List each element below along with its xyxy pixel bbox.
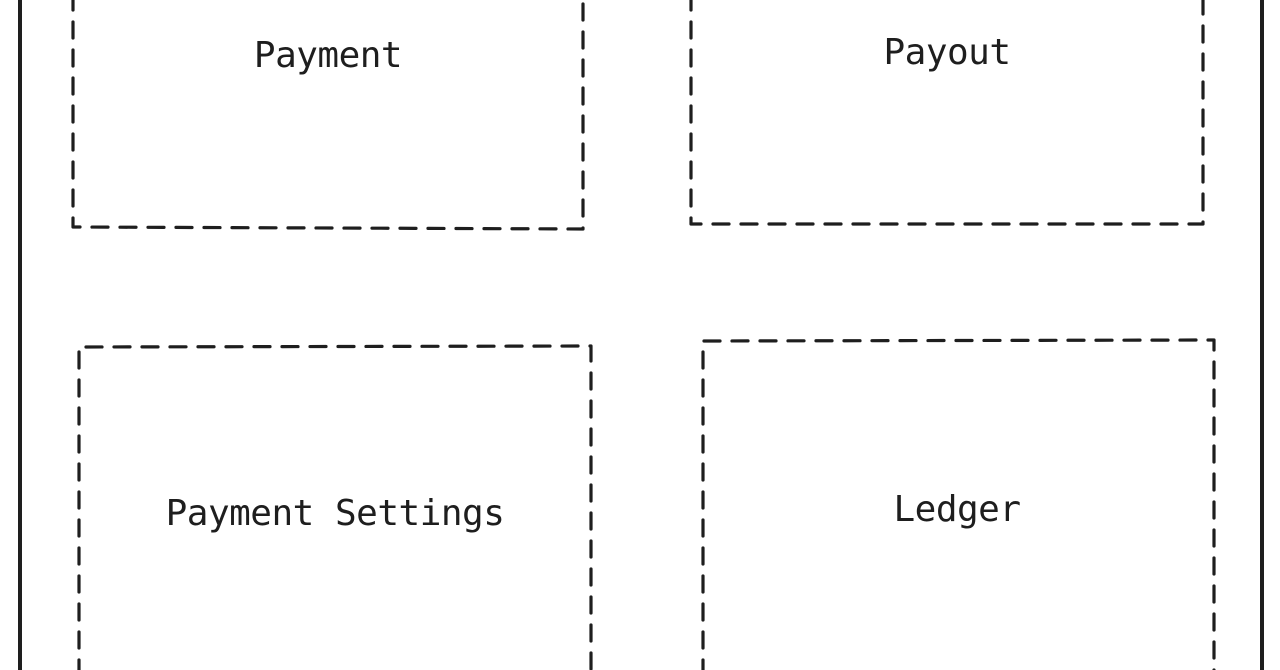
payout-box[interactable]: Payout <box>689 0 1205 226</box>
ledger-box-border <box>701 338 1216 670</box>
payment-box-label: Payment <box>254 35 402 76</box>
payment-box[interactable]: Payment <box>71 0 585 231</box>
payment-settings-box-label: Payment Settings <box>166 493 505 534</box>
payment-box-border <box>71 0 585 231</box>
payout-box-label: Payout <box>883 32 1010 73</box>
ledger-box-label: Ledger <box>893 489 1020 530</box>
payment-settings-box[interactable]: Payment Settings <box>77 344 593 670</box>
ledger-box[interactable]: Ledger <box>701 338 1216 670</box>
container-frame <box>18 0 1264 670</box>
payout-box-border <box>689 0 1205 226</box>
